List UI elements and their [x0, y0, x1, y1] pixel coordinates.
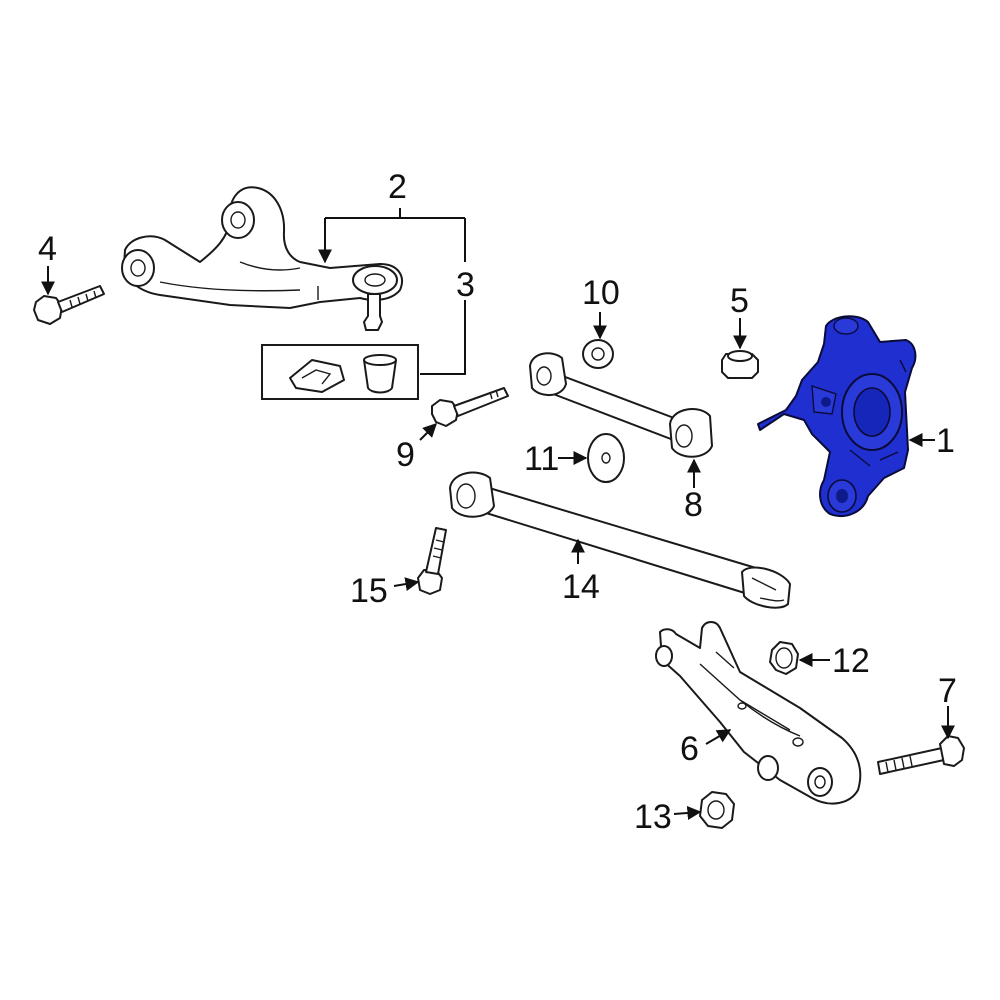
callout-6: 6	[680, 730, 699, 768]
upper-control-arm[interactable]	[121, 186, 403, 331]
callout-13: 13	[634, 798, 672, 836]
knuckle-body	[757, 315, 917, 517]
toe-link[interactable]	[529, 352, 713, 458]
callout-labels: 1 2 3 4 5 6 7 8 9 10 11 12 13 14 15	[38, 168, 957, 836]
trailing-arm[interactable]	[655, 621, 862, 805]
washer-11[interactable]	[587, 433, 625, 483]
bolt-7[interactable]	[877, 735, 965, 775]
callout-4: 4	[38, 230, 57, 268]
bolt-9[interactable]	[431, 387, 509, 427]
leader-lines	[41, 208, 955, 820]
knuckle-highlighted[interactable]	[757, 315, 917, 517]
callout-1: 1	[936, 422, 955, 460]
ball-joint-boot-kit[interactable]	[261, 344, 419, 400]
callout-11: 11	[524, 440, 559, 478]
callout-5: 5	[730, 282, 749, 320]
callout-3: 3	[456, 266, 475, 304]
callout-8: 8	[684, 486, 703, 524]
callout-2: 2	[388, 168, 407, 206]
callout-14: 14	[562, 568, 600, 606]
washer-10[interactable]	[582, 339, 614, 369]
nut-13[interactable]	[699, 791, 735, 829]
callout-15: 15	[350, 572, 388, 610]
bolt-15[interactable]	[417, 527, 447, 595]
nut-12[interactable]	[769, 641, 799, 675]
callout-10: 10	[582, 274, 620, 312]
lateral-link[interactable]	[449, 471, 791, 609]
callout-12: 12	[832, 642, 870, 680]
callout-7: 7	[938, 672, 957, 710]
bolt-4[interactable]	[33, 285, 105, 325]
nut-5[interactable]	[721, 350, 759, 379]
callout-9: 9	[396, 436, 415, 474]
